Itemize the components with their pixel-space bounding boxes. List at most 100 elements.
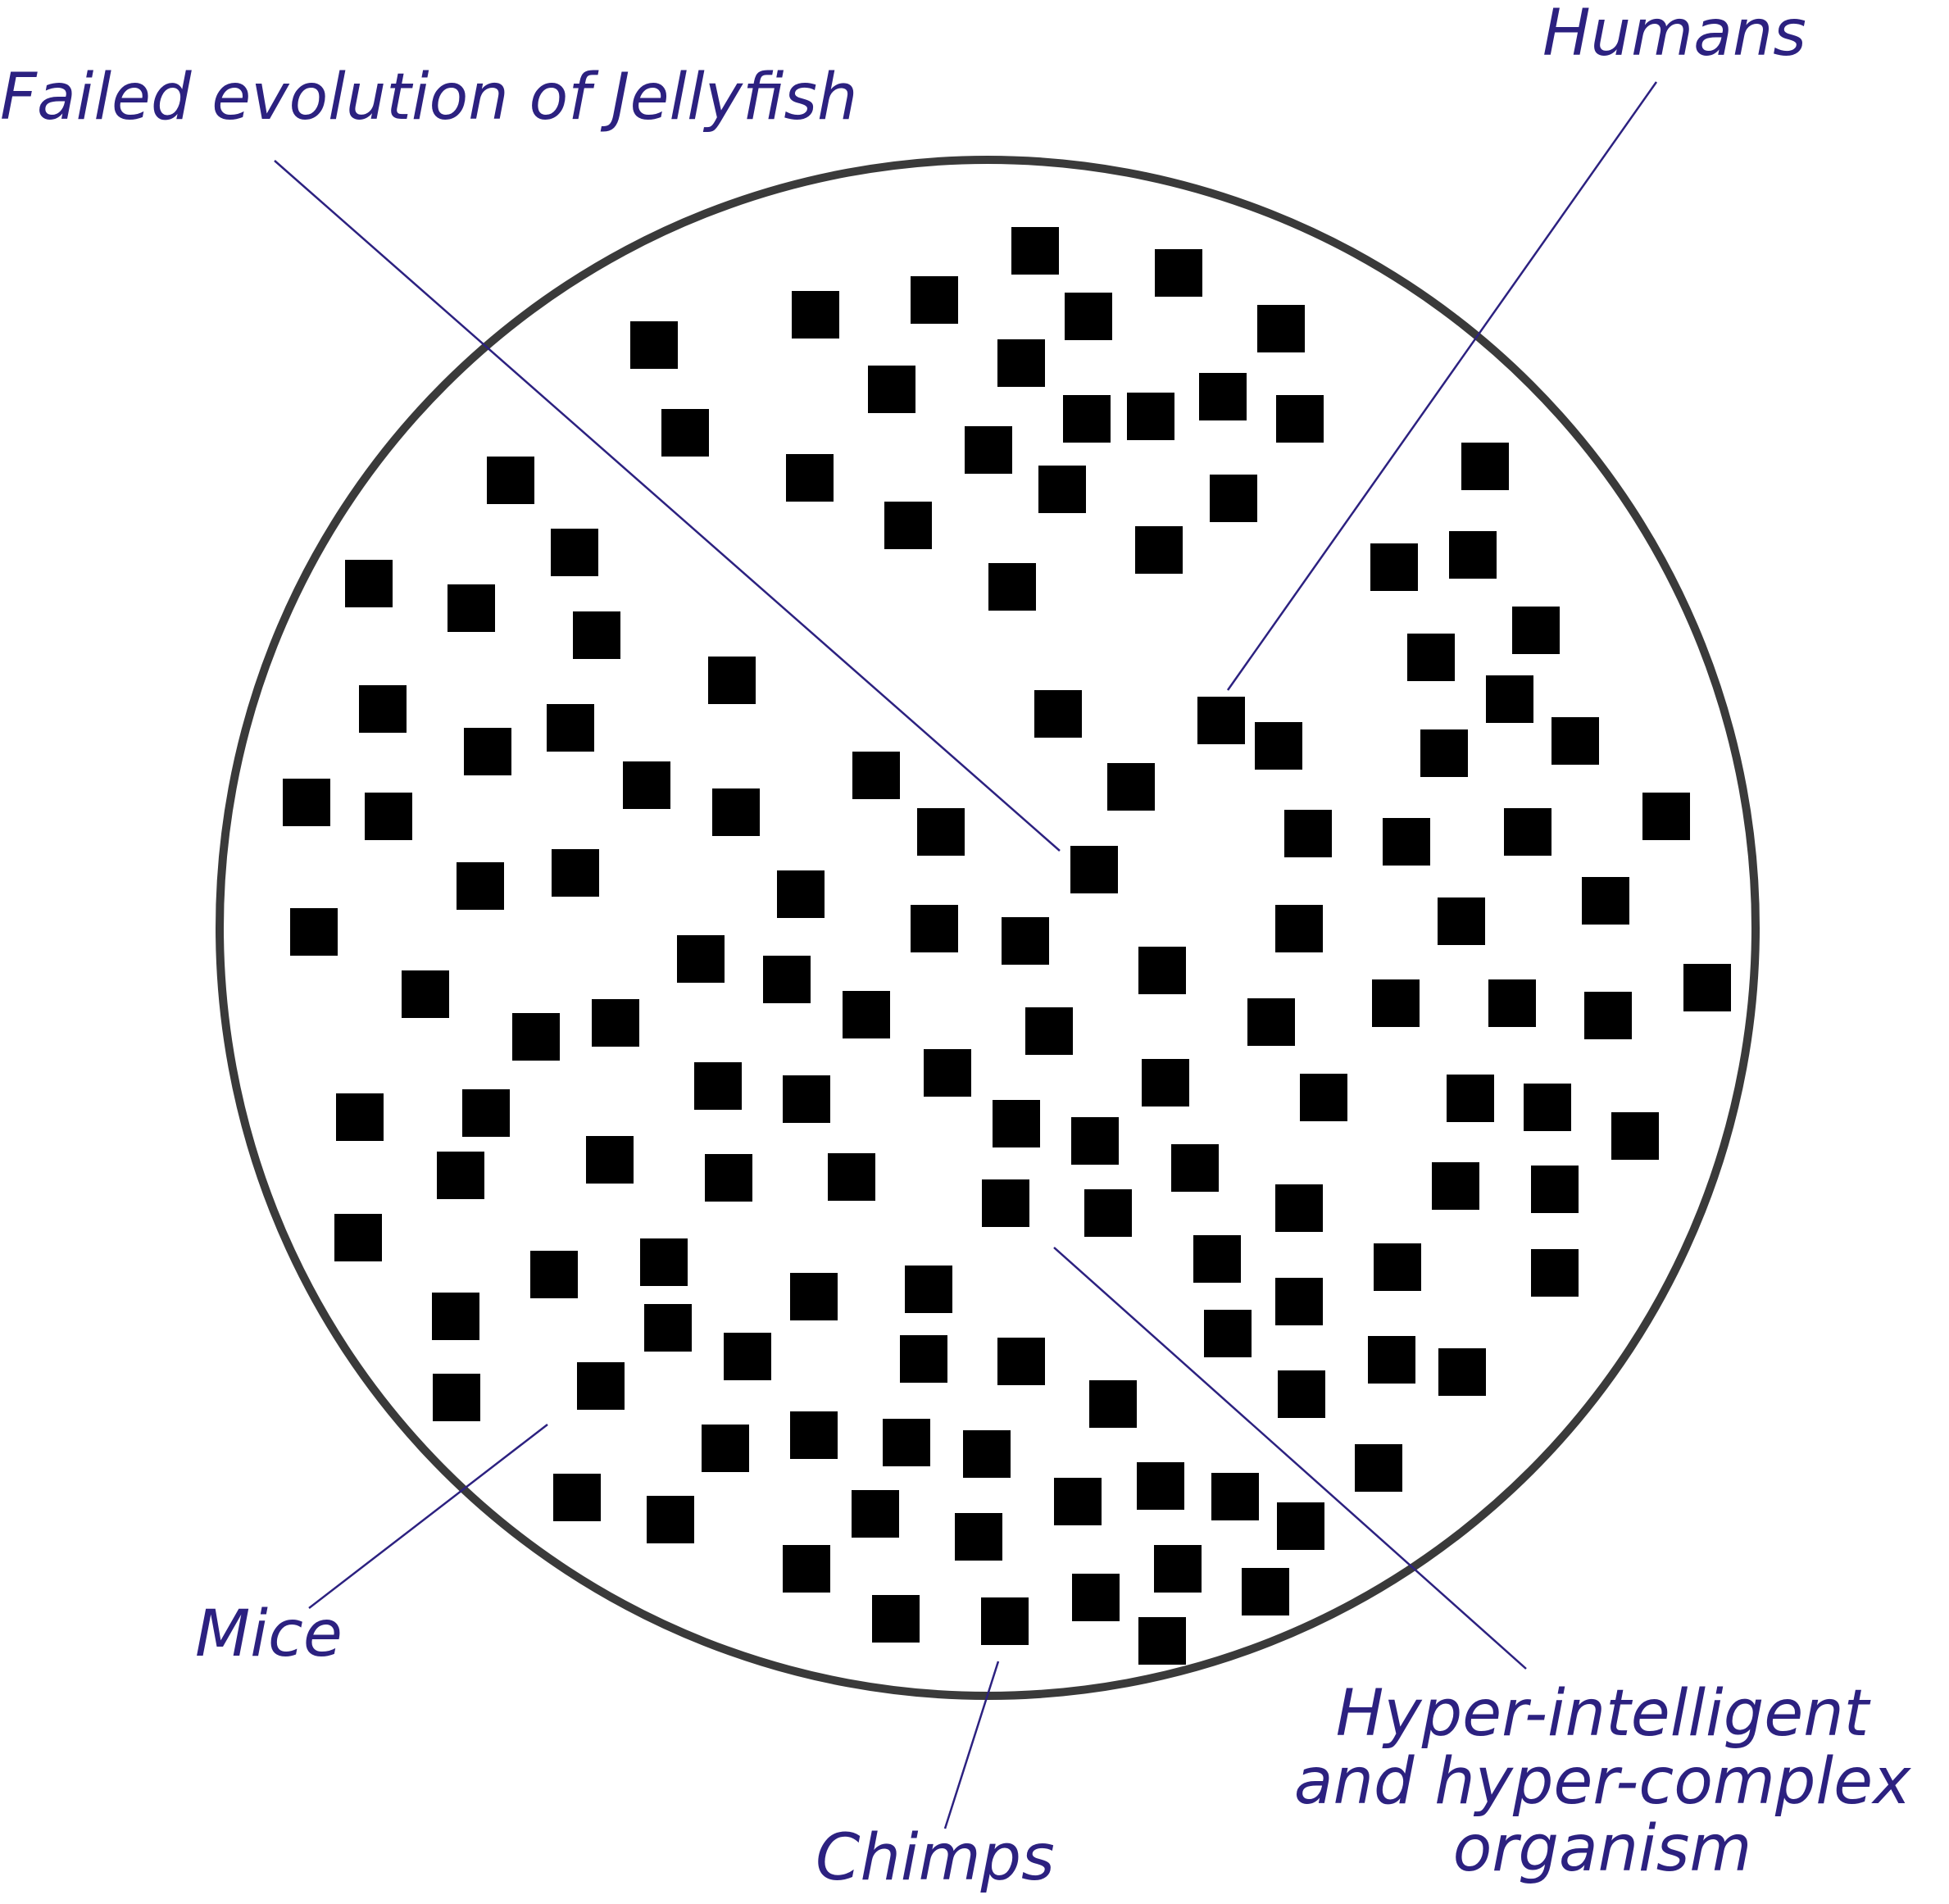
individual-square xyxy=(790,1411,838,1459)
individual-square xyxy=(552,849,599,897)
individual-square xyxy=(1107,763,1155,811)
label-chimps: Chimps xyxy=(815,1821,1055,1895)
individual-square xyxy=(457,862,504,910)
individual-square xyxy=(1054,1478,1102,1525)
individual-square xyxy=(1072,1574,1120,1621)
individual-square xyxy=(623,761,670,809)
label-jellyfish: Failed evolution of Jellyfish xyxy=(0,61,858,134)
individual-square xyxy=(965,426,1012,474)
individual-square xyxy=(1154,1545,1202,1593)
individual-square xyxy=(1138,947,1186,994)
individual-square xyxy=(955,1513,1002,1561)
individual-square xyxy=(1383,818,1430,866)
individual-square xyxy=(433,1374,480,1421)
individual-square xyxy=(1531,1166,1579,1213)
individual-square xyxy=(783,1075,830,1123)
individual-square xyxy=(553,1474,601,1521)
individual-square xyxy=(1276,395,1324,443)
individual-square xyxy=(592,999,639,1047)
individual-square xyxy=(1155,249,1202,297)
individual-square xyxy=(512,1013,560,1061)
individual-square xyxy=(790,1273,838,1320)
individual-square xyxy=(1257,305,1305,352)
individual-square xyxy=(1420,729,1468,777)
individual-square xyxy=(573,611,620,659)
pointer-line-jellyfish xyxy=(274,160,1061,852)
individual-square xyxy=(1025,1007,1073,1055)
pointer-line-humans xyxy=(1226,81,1658,691)
individual-square xyxy=(997,1338,1045,1385)
individual-square xyxy=(551,529,598,576)
individual-square xyxy=(1447,1075,1494,1122)
label-organism-line1: Hyper-intelligent xyxy=(1335,1677,1869,1751)
individual-square xyxy=(852,1490,899,1538)
individual-square xyxy=(900,1335,947,1383)
individual-square xyxy=(997,339,1045,387)
label-organism-line2: and hyper-complex xyxy=(1293,1744,1911,1819)
individual-square xyxy=(763,956,811,1003)
individual-square xyxy=(1070,846,1118,893)
individual-square xyxy=(530,1251,578,1298)
individual-square xyxy=(677,935,725,983)
individual-square xyxy=(1199,373,1247,420)
individual-square xyxy=(1275,905,1323,952)
individual-square xyxy=(1210,475,1257,522)
individual-square xyxy=(708,657,756,704)
individual-square xyxy=(334,1214,382,1261)
individual-square xyxy=(1135,526,1183,574)
individual-square xyxy=(1204,1310,1252,1357)
individual-square xyxy=(661,409,709,457)
label-organism-line3: organism xyxy=(1452,1812,1752,1887)
individual-square xyxy=(783,1545,830,1593)
individual-square xyxy=(1275,1278,1323,1325)
individual-square xyxy=(1071,1117,1119,1165)
individual-square xyxy=(1277,1502,1324,1550)
individual-square xyxy=(1374,1243,1421,1291)
individual-square xyxy=(630,321,678,369)
individual-square xyxy=(437,1152,484,1199)
individual-square xyxy=(883,1419,930,1466)
individual-square xyxy=(462,1089,510,1137)
individual-square xyxy=(1370,543,1418,591)
individual-square xyxy=(963,1430,1011,1478)
individual-square xyxy=(1242,1568,1289,1615)
individual-square xyxy=(1407,634,1455,681)
individual-square xyxy=(981,1597,1029,1645)
label-humans: Humans xyxy=(1542,0,1806,70)
individual-square xyxy=(1683,964,1731,1011)
individual-square xyxy=(1171,1144,1219,1192)
individual-square xyxy=(1372,979,1420,1027)
individual-square xyxy=(464,728,511,775)
individual-square xyxy=(1247,998,1295,1046)
individual-square xyxy=(487,457,534,504)
individual-square xyxy=(1551,717,1599,765)
individual-square xyxy=(1611,1112,1659,1160)
individual-square xyxy=(1284,810,1332,857)
individual-square xyxy=(283,779,330,826)
individual-square xyxy=(432,1293,479,1340)
individual-square xyxy=(640,1238,688,1286)
individual-square xyxy=(982,1179,1029,1227)
individual-square xyxy=(993,1100,1040,1147)
individual-square xyxy=(1642,793,1690,840)
individual-square xyxy=(1531,1249,1579,1297)
individual-square xyxy=(843,991,890,1038)
individual-square xyxy=(777,870,825,918)
individual-square xyxy=(792,291,839,339)
individual-square xyxy=(1486,675,1533,723)
individual-square xyxy=(1504,808,1551,856)
individual-square xyxy=(702,1425,749,1472)
individual-square xyxy=(1193,1235,1241,1283)
individual-square xyxy=(1432,1162,1479,1210)
individual-square xyxy=(336,1093,384,1141)
individual-square xyxy=(905,1266,952,1313)
individual-square xyxy=(988,563,1036,611)
pointer-line-organism xyxy=(1053,1247,1527,1670)
individual-square xyxy=(359,685,407,733)
individual-square xyxy=(1142,1059,1189,1107)
individual-square xyxy=(586,1136,634,1184)
individual-square xyxy=(365,793,412,840)
individual-markers xyxy=(283,227,1731,1665)
individual-square xyxy=(1512,607,1560,654)
